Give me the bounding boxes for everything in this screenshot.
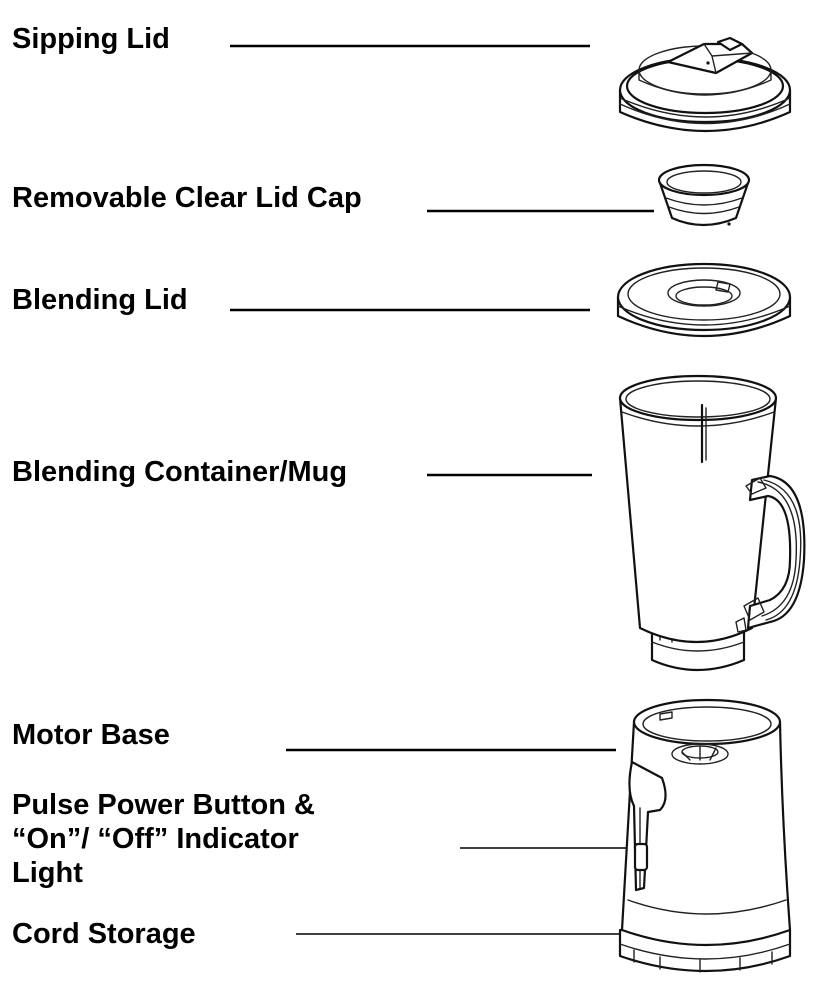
sipping-lid-drawing — [618, 36, 792, 133]
blending-lid-drawing — [616, 262, 792, 338]
label-blending-lid: Blending Lid — [12, 284, 188, 316]
label-clear-lid-cap: Removable Clear Lid Cap — [12, 182, 362, 214]
label-pulse-line-3: Light — [12, 857, 83, 889]
label-cord-storage: Cord Storage — [12, 918, 196, 950]
motor-base-drawing — [618, 698, 792, 973]
label-motor-base: Motor Base — [12, 719, 170, 751]
label-sipping-lid: Sipping Lid — [12, 23, 170, 55]
label-pulse-line-1: Pulse Power Button & — [12, 789, 315, 821]
clear-lid-cap-drawing — [657, 163, 751, 227]
label-pulse-power-button: Pulse Power Button & “On”/ “Off” Indicat… — [12, 788, 372, 890]
label-pulse-line-2: “On”/ “Off” Indicator — [12, 823, 299, 855]
label-blending-container: Blending Container/Mug — [12, 456, 348, 488]
blending-container-drawing — [618, 374, 806, 672]
